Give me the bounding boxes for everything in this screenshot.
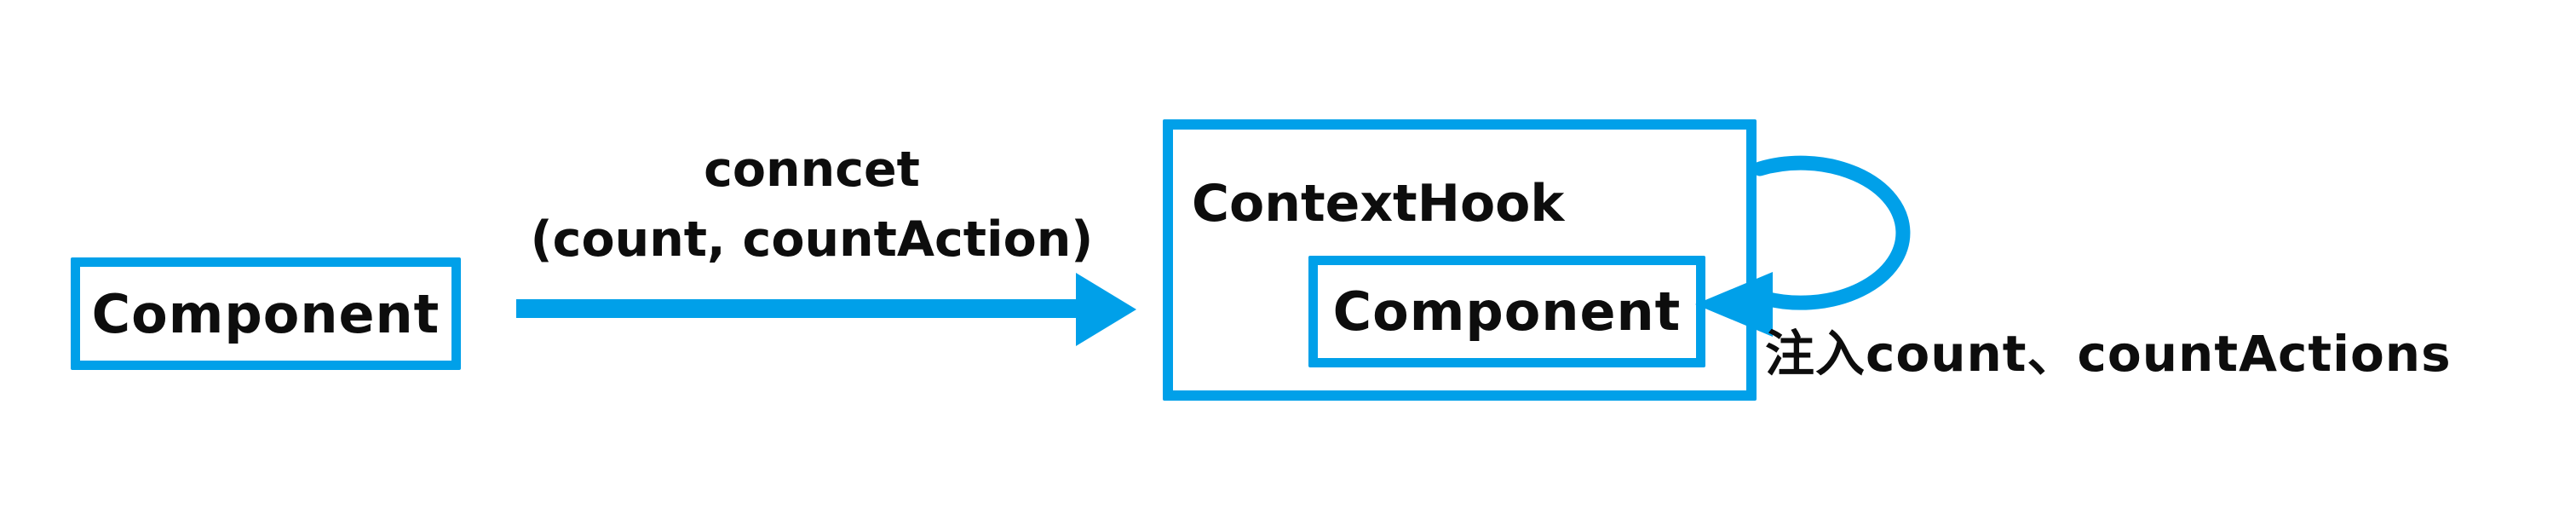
inner-component-box-label: Component xyxy=(1332,280,1682,343)
component-box-label: Component xyxy=(91,282,440,345)
loop-arrow-curve xyxy=(1752,155,1911,310)
inner-component-box: Component xyxy=(1308,256,1705,367)
connect-arrow-label-line1: conncet xyxy=(704,142,920,198)
connect-arrow-label-line2: (count, countAction) xyxy=(530,211,1094,268)
connect-arrow-head-icon xyxy=(1076,273,1136,346)
connect-arrow-shaft xyxy=(516,299,1078,318)
contexthook-title: ContextHook xyxy=(1192,174,1565,234)
connect-arrow-label: conncet (count, countAction) xyxy=(480,135,1144,274)
inject-arrow-label: 注入count、countActions xyxy=(1765,325,2452,383)
component-box: Component xyxy=(71,257,461,370)
